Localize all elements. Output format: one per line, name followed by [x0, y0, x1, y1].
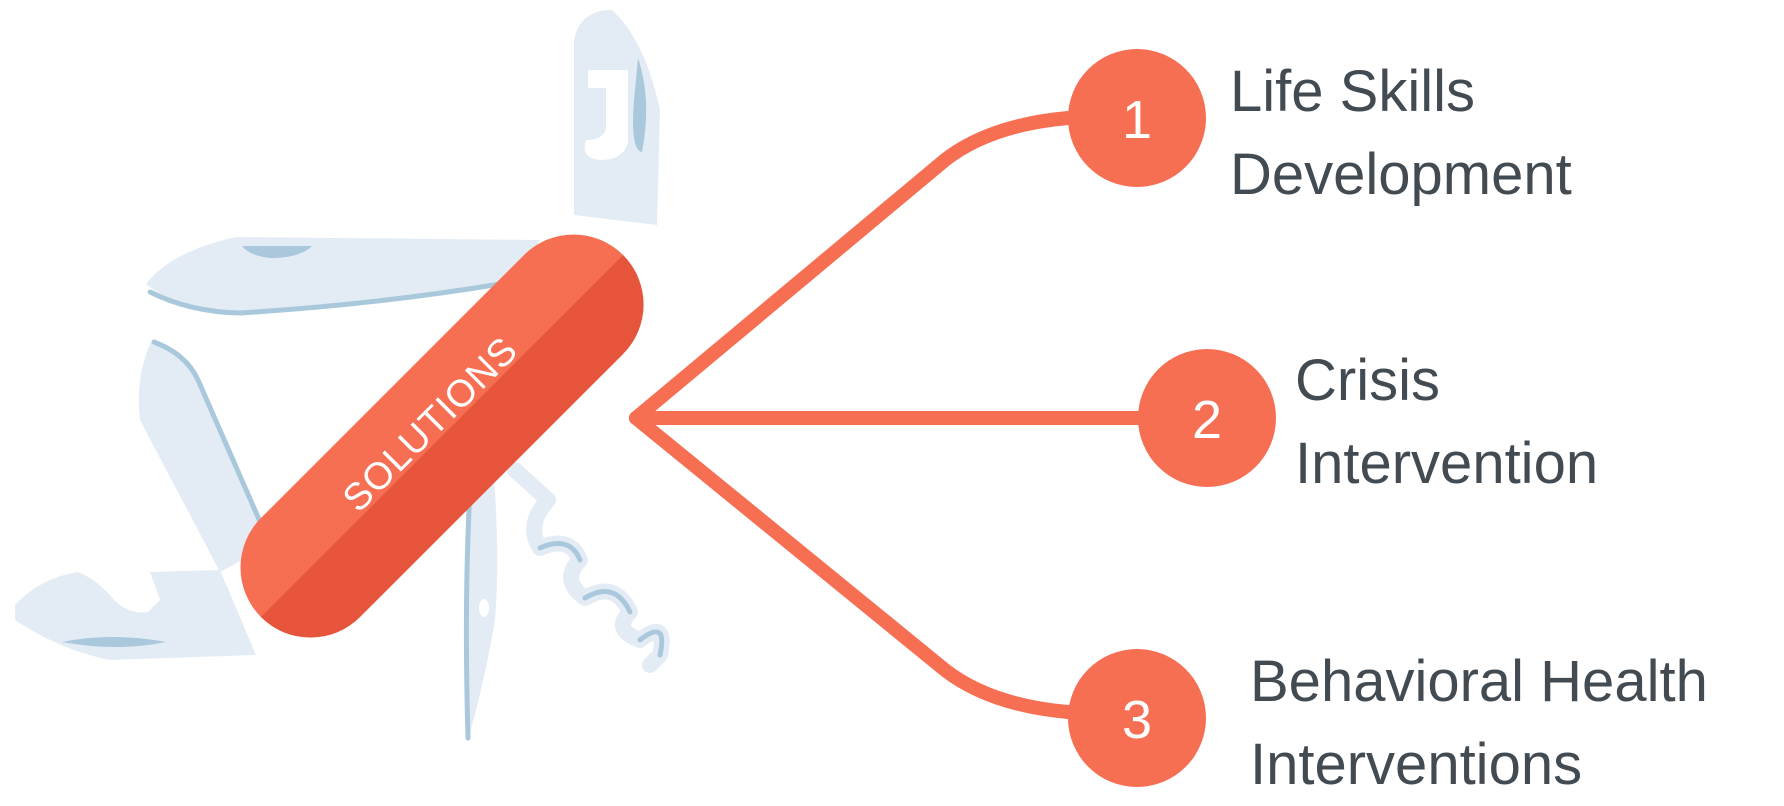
node-circle-2 — [1138, 349, 1276, 487]
node-number-3: 3 — [1122, 690, 1152, 750]
node-number-1: 1 — [1122, 90, 1152, 150]
node-1: 1 — [1068, 49, 1206, 187]
item-label-3: Behavioral Health Interventions — [1250, 640, 1708, 806]
can-opener-tool — [574, 10, 660, 225]
screwdriver-tool — [15, 570, 256, 660]
item-label-2: Crisis Intervention — [1295, 339, 1598, 505]
item-2-line-1: Crisis — [1295, 348, 1440, 413]
small-blade — [463, 478, 498, 741]
node-number-2: 2 — [1192, 390, 1222, 450]
swiss-army-knife-icon: SOLUTIONS — [15, 10, 670, 741]
item-1-line-1: Life Skills — [1230, 59, 1475, 124]
connector-line-1 — [629, 111, 1075, 425]
item-1-line-2: Development — [1230, 142, 1572, 207]
corkscrew-icon — [507, 462, 670, 673]
node-circle-3 — [1068, 649, 1206, 787]
item-2-line-2: Intervention — [1295, 431, 1599, 496]
angled-blade — [138, 339, 271, 572]
item-3-line-2: Interventions — [1250, 732, 1583, 797]
connector-line-3 — [629, 411, 1075, 719]
item-label-1: Life Skills Development — [1230, 50, 1572, 216]
node-circle-1 — [1068, 49, 1206, 187]
item-3-line-1: Behavioral Health — [1250, 649, 1708, 714]
node-2: 2 — [1138, 349, 1276, 487]
node-3: 3 — [1068, 649, 1206, 787]
large-blade — [146, 237, 540, 316]
connector-lines — [629, 111, 1145, 719]
